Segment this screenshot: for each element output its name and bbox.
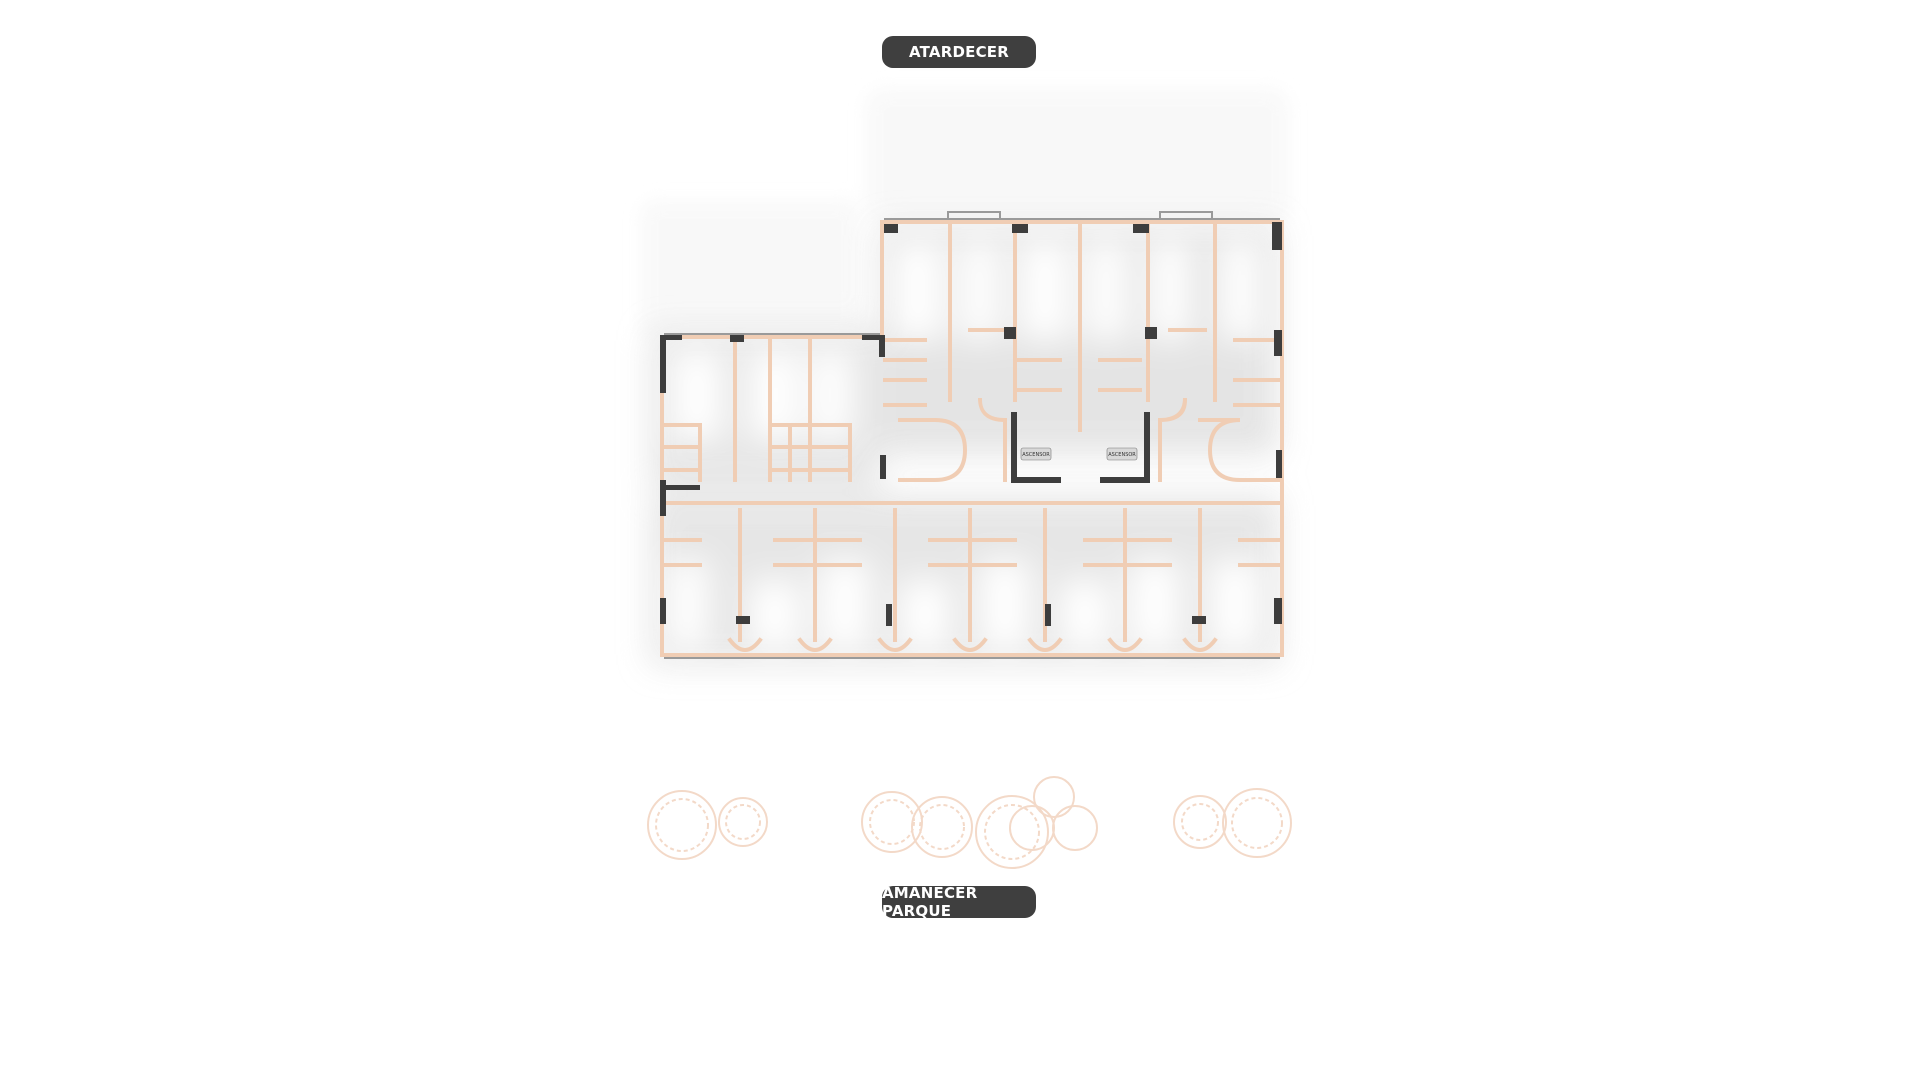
room-highlights	[668, 240, 1260, 650]
walls	[660, 220, 1284, 657]
elevator-icon: ASCENSOR	[1020, 447, 1052, 461]
tree-icon	[647, 776, 1292, 869]
orientation-label-south: AMANECER PARQUE	[882, 884, 1036, 920]
glazing	[664, 211, 1280, 659]
elevator-icon: ASCENSOR	[1106, 447, 1138, 461]
site-outline	[640, 88, 1290, 340]
columns	[660, 222, 1282, 626]
elevator-label-west: ASCENSOR	[1022, 452, 1050, 458]
elevator-label-east: ASCENSOR	[1108, 452, 1136, 458]
orientation-label-north: ATARDECER	[882, 36, 1036, 68]
